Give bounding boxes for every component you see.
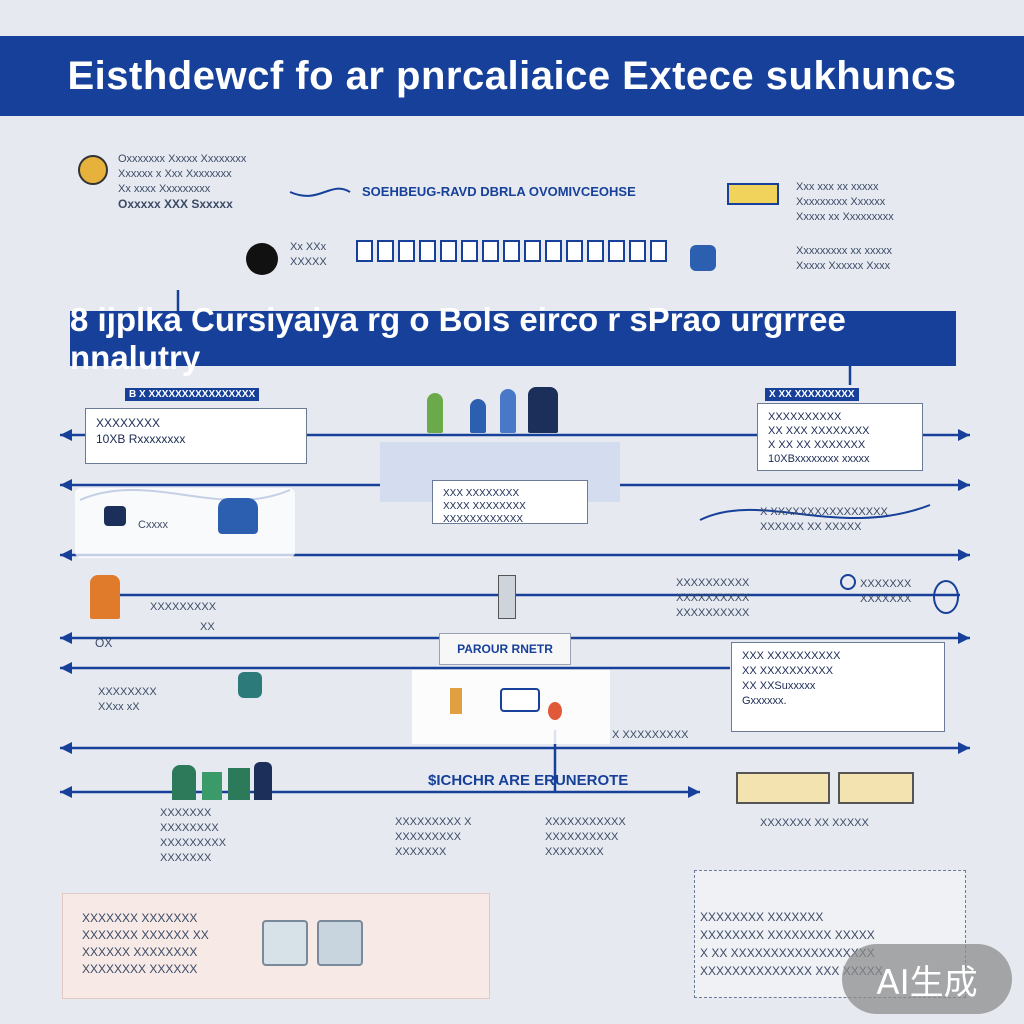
battery-icon [727,183,779,205]
right-row-note-3: XXXXXXX XXXXXXX [860,578,912,605]
right-row-note-2: XXXXXXXXXX XXXXXXXXXX XXXXXXXXXX [676,577,750,619]
left-info-box: XXXXXXXX 10XB Rxxxxxxxx [85,408,307,464]
robot-arm-icon [690,245,716,271]
right-section-tag: X XX XXXXXXXXX [765,388,859,401]
bottom-center-note-2: XXXXXXXXXXX XXXXXXXXXX XXXXXXXX [545,816,626,858]
machine-note: XXXXXXX XX XXXXX [760,817,869,829]
globe-icon [933,580,959,614]
device-icon [450,688,462,714]
folder-card-icon [317,920,363,966]
factory-note: XXXXXXX XXXXXXXX XXXXXXXXX XXXXXXX [160,807,227,864]
top-flow-label: SOEHBEUG-RAVD DBRLA OVOMIVCEOHSE [362,184,636,199]
center-label-box: PAROUR RNETR [439,633,571,665]
worker-icon [104,506,126,526]
pillar-icon [498,575,516,619]
center-info-box: XXX XXXXXXXX XXXX XXXXXXXX XXXXXXXXXXXX [432,480,588,525]
right-box-note: X XXXXXXXXX [612,729,689,741]
bottom-center-note: XXXXXXXXX X XXXXXXXXX XXXXXXX [395,816,472,858]
worker-icon-2 [238,672,262,698]
engineer-note: XXXXXXXXX [150,601,217,613]
people-group [425,385,565,433]
machine-icon-1 [736,772,830,804]
right-info-box: XXXXXXXXXX XX XXX XXXXXXXX X XX XX XXXXX… [757,403,923,471]
left-small-note: XXXXXXXX XXxx xX [98,686,157,713]
top-left-note: Oxxxxxxx Xxxxx Xxxxxxxx Xxxxxx x Xxx Xxx… [118,153,247,211]
engineer-note-2: XX [200,621,215,633]
target-icon [840,574,856,590]
marker-icon [548,702,562,720]
top-right-note-2: Xxxxxxxxx xx xxxxx Xxxxx Xxxxxx Xxxx [796,245,892,272]
right-row-note: X XXXXXXXXXXXXXXXX XXXXXX XX XXXXX [760,506,888,533]
worker-figure [218,498,258,534]
center-label: PAROUR RNETR [457,642,553,656]
ai-generated-badge: AI生成 [842,944,1012,1014]
node-row [356,240,671,267]
camera-note: Xx XXx XXXXX [290,241,327,268]
camera-icon [246,243,278,275]
right-info-box-2: XXX XXXXXXXXXX XX XXXXXXXXXX XX XXSuxxxx… [731,642,945,732]
section-banner: 8 ijplka Cursiyaiya rg o Bols eirco r sP… [70,301,956,376]
machine-icon-2 [838,772,914,804]
workers-label: Cxxxx [138,519,168,531]
top-right-note-1: Xxx xxx xx xxxxx Xxxxxxxxx Xxxxxx Xxxxx … [796,181,894,223]
chart-card-icon [262,920,308,966]
engineer-icon [90,575,120,619]
gear-icon [78,155,108,185]
factory-icon [172,760,272,800]
left-section-tag: B X XXXXXXXXXXXXXXXX [125,388,260,401]
left-small-label: OX [95,636,113,650]
bottom-left-panel-text: XXXXXXX XXXXXXX XXXXXXX XXXXXX XX XXXXXX… [82,911,209,976]
bottom-flow-title: $ICHCHR ARE ERUNEROTE [428,772,629,789]
page-title: Eisthdewcf fo ar pnrcaliaice Extece sukh… [0,36,1024,116]
screen-icon [500,688,540,712]
